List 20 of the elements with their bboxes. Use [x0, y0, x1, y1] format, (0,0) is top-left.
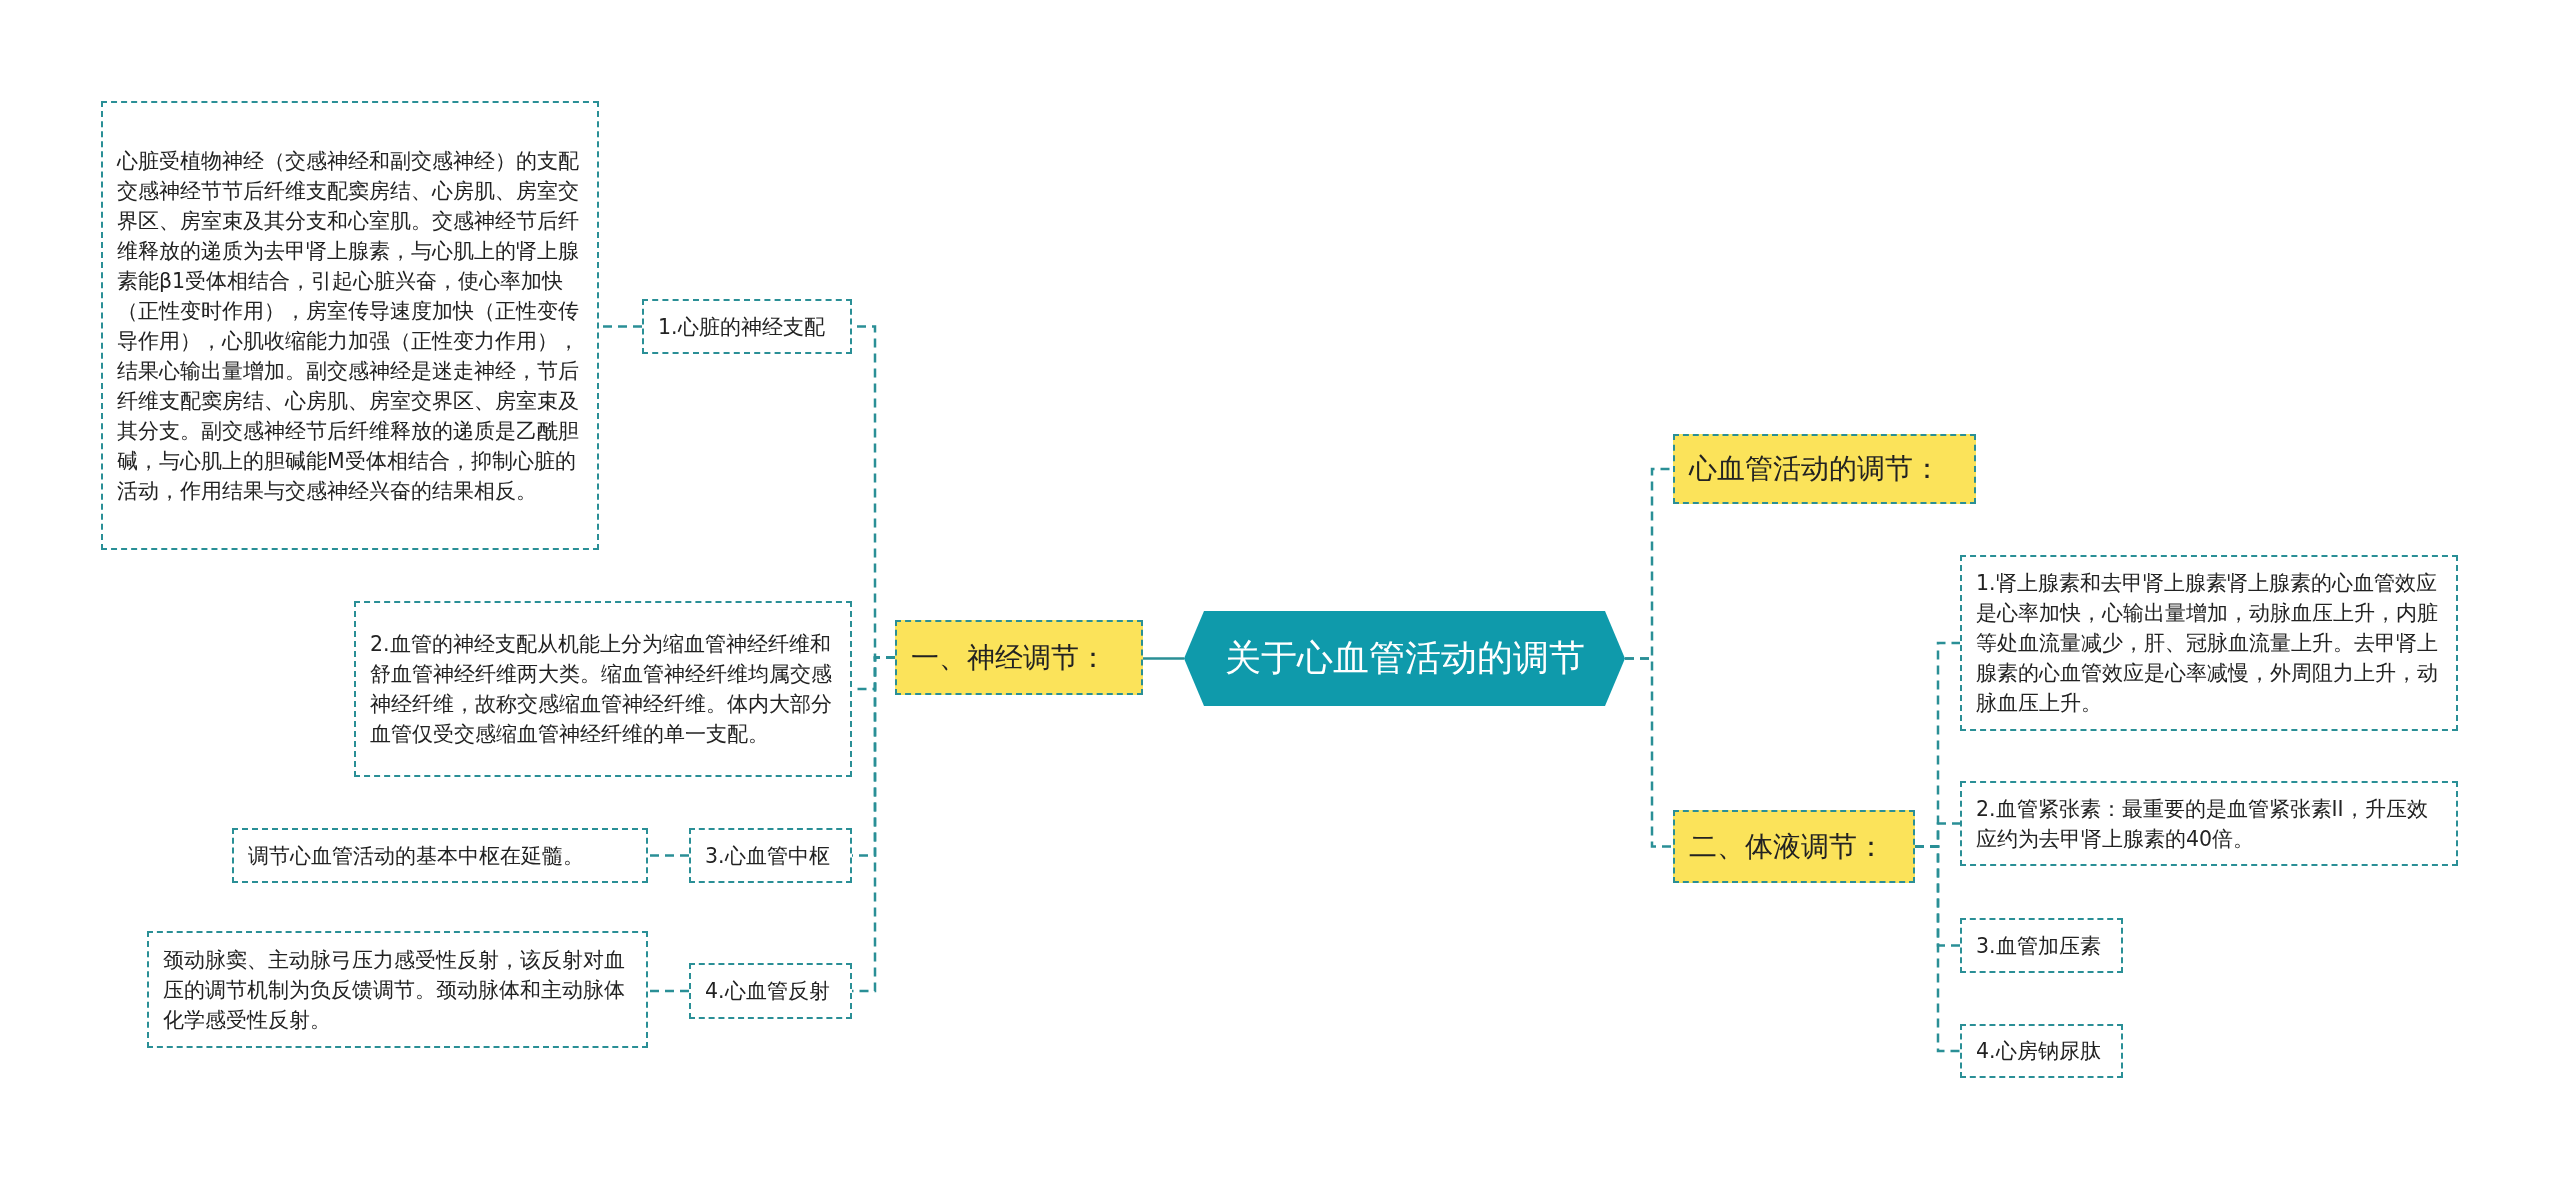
branch-topic-box: 一、神经调节：: [895, 620, 1143, 695]
subtopic-box: 4.心房钠尿肽: [1960, 1024, 2123, 1078]
note-box: 1.肾上腺素和去甲肾上腺素肾上腺素的心血管效应是心率加快，心输出量增加，动脉血压上升，内脏等处血流量减少，肝、冠脉血流量上升。去甲肾上腺素的心血管效应是心率减慢，外周阻力上升，动脉血压上升。: [1960, 555, 2458, 731]
connector-line: [1625, 657, 1673, 848]
central-topic-hexagon: 关于心血管活动的调节: [1184, 611, 1625, 706]
connector-line: [648, 854, 689, 857]
connector-line: [1143, 657, 1184, 660]
subtopic-box: 3.血管加压素: [1960, 918, 2123, 973]
note-box: 2.血管紧张素：最重要的是血管紧张素II，升压效应约为去甲肾上腺素的40倍。: [1960, 781, 2458, 866]
note-box: 调节心血管活动的基本中枢在延髓。: [232, 828, 648, 883]
subtopic-box: 1.心脏的神经支配: [642, 299, 852, 354]
connector-line: [1915, 845, 1960, 1053]
note-box: 2.血管的神经支配从机能上分为缩血管神经纤维和舒血管神经纤维两大类。缩血管神经纤维均属交感神经纤维，故称交感缩血管神经纤维。体内大部分血管仅受交感缩血管神经纤维的单一支配。: [354, 601, 852, 777]
subtopic-box: 3.心血管中枢: [689, 828, 852, 883]
connector-line: [648, 989, 689, 993]
branch-topic-box: 二、体液调节：: [1673, 810, 1915, 883]
branch-topic-box: 心血管活动的调节：: [1673, 434, 1976, 504]
note-box: 颈动脉窦、主动脉弓压力感受性反射，该反射对血压的调节机制为负反馈调节。颈动脉体和主动脉体化学感受性反射。: [147, 931, 648, 1048]
subtopic-box: 4.心血管反射: [689, 963, 852, 1019]
note-box: 心脏受植物神经（交感神经和副交感神经）的支配交感神经节节后纤维支配窦房结、心房肌、房室交界区、房室束及其分支和心室肌。交感神经节后纤维释放的递质为去甲肾上腺素，与心肌上的肾上腺素能β1受体相结合，引起心脏兴奋，使心率加快（正性变时作用），房室传导速度加快（正性变传导作用），心肌收缩能力加强（正性变力作用），结果心输出量增加。副交感神经是迷走神经，节后纤维支配窦房结、心房肌、房室交界区、房室束及其分支。副交感神经节后纤维释放的递质是乙酰胆碱，与心肌上的胆碱能M受体相结合，抑制心脏的活动，作用结果与交感神经兴奋的结果相反。: [101, 101, 599, 550]
